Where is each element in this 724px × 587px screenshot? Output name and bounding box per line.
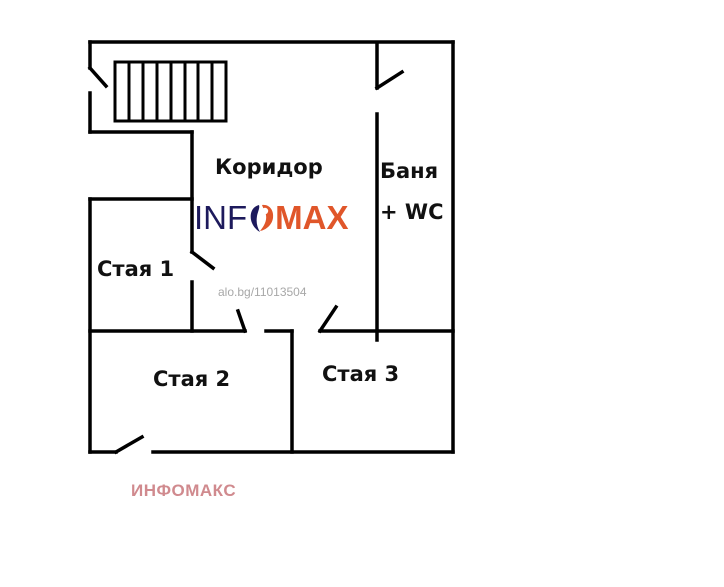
room-label-room3: Стая 3 — [322, 362, 400, 386]
entrance-door-swing — [87, 65, 109, 89]
room-label-room2: Стая 2 — [153, 367, 231, 391]
logo-text-right: MAX — [275, 199, 349, 236]
listing-reference-watermark: alo.bg/11013504 — [218, 285, 307, 299]
room2-door-swing — [235, 308, 248, 334]
room-label-corridor: Коридор — [215, 155, 323, 179]
logo-mark-icon — [248, 202, 274, 234]
room-label-room1: Стая 1 — [97, 257, 175, 281]
room3-door-swing — [317, 304, 339, 334]
room-label-bathroom-line2: + WC — [380, 200, 444, 224]
logo-text-left: INF — [194, 199, 248, 236]
room2-exterior-door-swing — [113, 434, 145, 455]
room1-door-swing — [189, 249, 216, 271]
staircase-icon — [113, 60, 228, 123]
bathroom-door-swing — [374, 69, 405, 91]
infomax-logo: INF MAX — [194, 199, 349, 236]
brand-watermark: ИНФОМАКС — [131, 481, 237, 500]
room-label-bathroom-line1: Баня — [380, 159, 439, 183]
